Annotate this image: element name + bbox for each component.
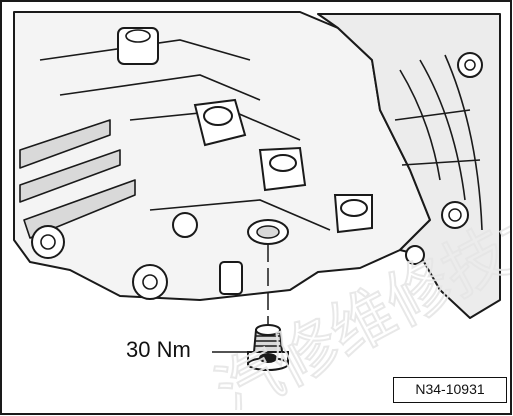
top-boss-hole <box>125 29 151 43</box>
bell-housing-ribs <box>394 54 483 231</box>
lower-mid-boss-hole <box>142 274 158 290</box>
flange-bolt-3 <box>405 245 425 265</box>
drain-plug-thread-top <box>255 324 281 336</box>
housing-fins <box>19 119 136 239</box>
torque-specification-label: 30 Nm <box>126 337 191 362</box>
drain-plug-hex-socket <box>259 353 277 363</box>
drain-plug <box>247 324 289 371</box>
flange-bolt-1-inner <box>464 59 476 71</box>
lower-left-boss <box>31 225 65 259</box>
stud-3-top <box>340 199 368 217</box>
bell-housing <box>317 13 501 319</box>
stud-group <box>193 98 373 234</box>
stud-2-top <box>269 154 297 172</box>
figure-reference-number: N34-10931 <box>393 377 507 403</box>
lower-tab <box>219 261 243 295</box>
lower-mid-boss <box>132 264 168 300</box>
housing-ribs <box>39 39 331 231</box>
drain-plug-thread-lines <box>255 335 281 347</box>
flange-bolt-1 <box>457 52 483 78</box>
drain-bore-inner <box>256 225 280 239</box>
flange-bolt-2 <box>441 201 469 229</box>
lower-center-boss <box>172 212 198 238</box>
lower-left-boss-hole <box>40 234 56 250</box>
flange-bolt-2-inner <box>448 208 462 222</box>
stud-1-top <box>203 106 233 126</box>
